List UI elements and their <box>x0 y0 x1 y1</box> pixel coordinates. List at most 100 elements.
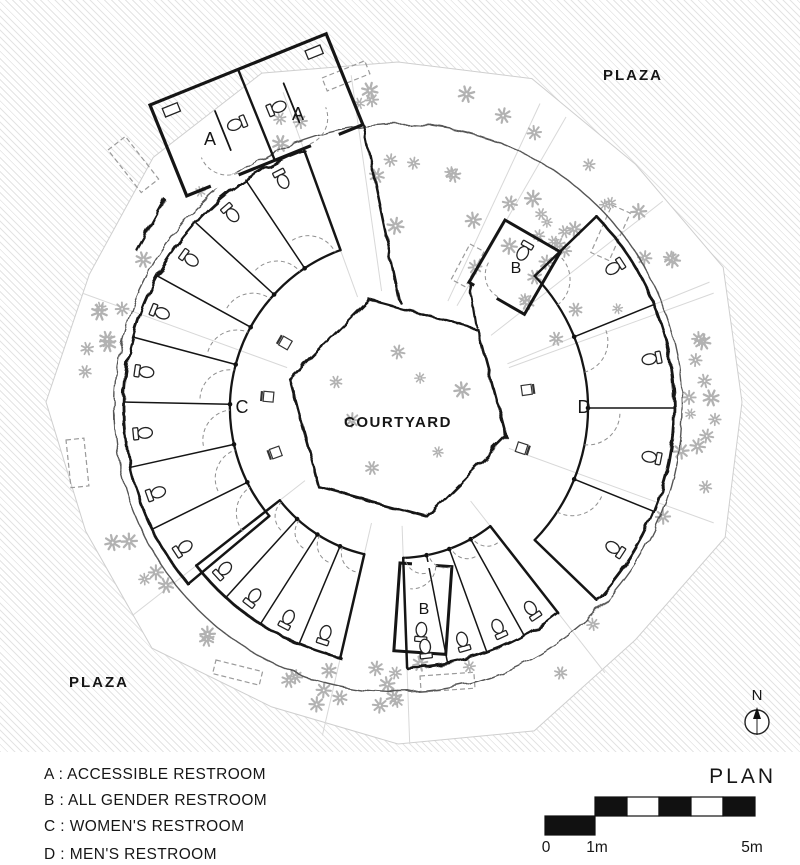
door-opening <box>209 172 241 190</box>
door-pivot <box>585 405 591 411</box>
stall-partition <box>573 478 655 513</box>
courtyard-wall <box>288 298 508 518</box>
door-pivot <box>231 442 237 447</box>
corridor-wall <box>361 123 402 304</box>
zone-label-a2: A <box>292 104 304 124</box>
door-swing <box>255 260 301 272</box>
scale-bar-segment <box>722 796 756 817</box>
zone-label-b1: B <box>511 260 522 277</box>
door-pivot <box>233 362 238 367</box>
bench-outline <box>419 671 476 693</box>
construction-line <box>447 103 541 302</box>
door-swing <box>404 557 426 575</box>
flower-icon <box>413 371 427 385</box>
flower-icon <box>598 198 611 211</box>
scale-bar-step <box>544 815 596 836</box>
sink <box>161 101 182 118</box>
stall-partition <box>448 548 488 654</box>
door-swing <box>207 329 249 352</box>
door-swing <box>202 409 231 446</box>
plaza-label-bottom: PLAZA <box>69 674 129 691</box>
door-swing <box>200 157 239 176</box>
fixtures-layer <box>132 167 663 660</box>
legend-item-b: B : ALL GENDER RESTROOM <box>44 792 267 809</box>
stall-partition <box>225 518 298 599</box>
stall-partition <box>425 554 449 664</box>
flower-icon <box>629 202 648 221</box>
scale-bar-segment <box>690 796 724 817</box>
zone-label-b2: B <box>419 601 430 618</box>
door-swing <box>410 566 437 590</box>
door-pivot <box>245 480 250 485</box>
stall-partition <box>298 545 341 645</box>
door-pivot <box>302 266 308 271</box>
door-pivot <box>571 476 577 482</box>
door-pivot <box>294 516 300 522</box>
plaza-label-top: PLAZA <box>603 67 663 84</box>
scale-bar-segment <box>594 796 628 817</box>
door-swing <box>471 537 498 547</box>
scale-label-1m: 1m <box>586 839 608 856</box>
door-swing <box>316 535 329 563</box>
construction-line <box>508 292 714 369</box>
corridor-wall <box>135 198 167 252</box>
grab-bar <box>214 110 232 151</box>
zone-label-a1: A <box>204 129 216 149</box>
scale-bar-segment <box>658 796 692 817</box>
door-swing <box>428 554 452 569</box>
door-swing <box>340 547 356 573</box>
door-pivot <box>447 546 452 552</box>
courtyard-label: COURTYARD <box>344 414 452 431</box>
scale-label-5m: 5m <box>741 839 763 856</box>
door-pivot <box>424 552 429 558</box>
stall-partition <box>123 401 231 406</box>
door-swing <box>294 520 304 549</box>
flower-icon <box>523 189 543 209</box>
stall-partition <box>151 481 249 530</box>
legend-item-a: A : ACCESSIBLE RESTROOM <box>44 766 266 783</box>
door-swing <box>199 369 235 399</box>
flower-icon <box>363 92 380 108</box>
door-pivot <box>315 532 320 537</box>
stall-partition <box>401 556 409 670</box>
scale-bar-segment <box>626 796 660 817</box>
stall-partition <box>303 149 342 252</box>
stall-partition <box>245 179 306 270</box>
door-opening <box>411 560 437 569</box>
door-pivot <box>571 334 577 340</box>
flower-icon <box>690 330 707 347</box>
corridor-wall <box>467 280 478 328</box>
legend-item-c: C : WOMEN'S RESTROOM <box>44 818 244 835</box>
construction-line <box>82 292 288 369</box>
stall-partition <box>339 552 366 659</box>
all-gender-restroom-lower <box>392 560 454 657</box>
door-pivot <box>248 324 253 330</box>
all-gender-restroom-upper <box>466 217 563 317</box>
stall-partition <box>259 533 319 625</box>
walls-layer <box>113 31 683 693</box>
titleblock-layer <box>544 707 770 836</box>
flower-icon <box>671 441 691 461</box>
grab-bar <box>282 82 301 124</box>
stall-partition <box>489 524 560 615</box>
plan-title: PLAN <box>709 765 776 788</box>
door-pivot <box>271 292 277 297</box>
bench-outline <box>65 437 90 489</box>
door-swing <box>235 486 251 532</box>
construction-line <box>508 447 714 524</box>
stall-partition <box>469 538 525 637</box>
stall-partition <box>573 303 655 338</box>
party-wall <box>236 68 276 162</box>
stall-partition <box>195 499 282 567</box>
garden-edge <box>113 123 683 693</box>
north-label: N <box>752 687 763 704</box>
zone-label-d: D <box>578 397 591 417</box>
stall-partition <box>533 538 598 601</box>
sink <box>304 44 325 61</box>
door-swing <box>214 449 236 492</box>
stall-partition <box>129 443 235 469</box>
legend-item-d: D : MEN'S RESTROOM <box>44 846 217 863</box>
scale-label-0: 0 <box>542 839 551 856</box>
